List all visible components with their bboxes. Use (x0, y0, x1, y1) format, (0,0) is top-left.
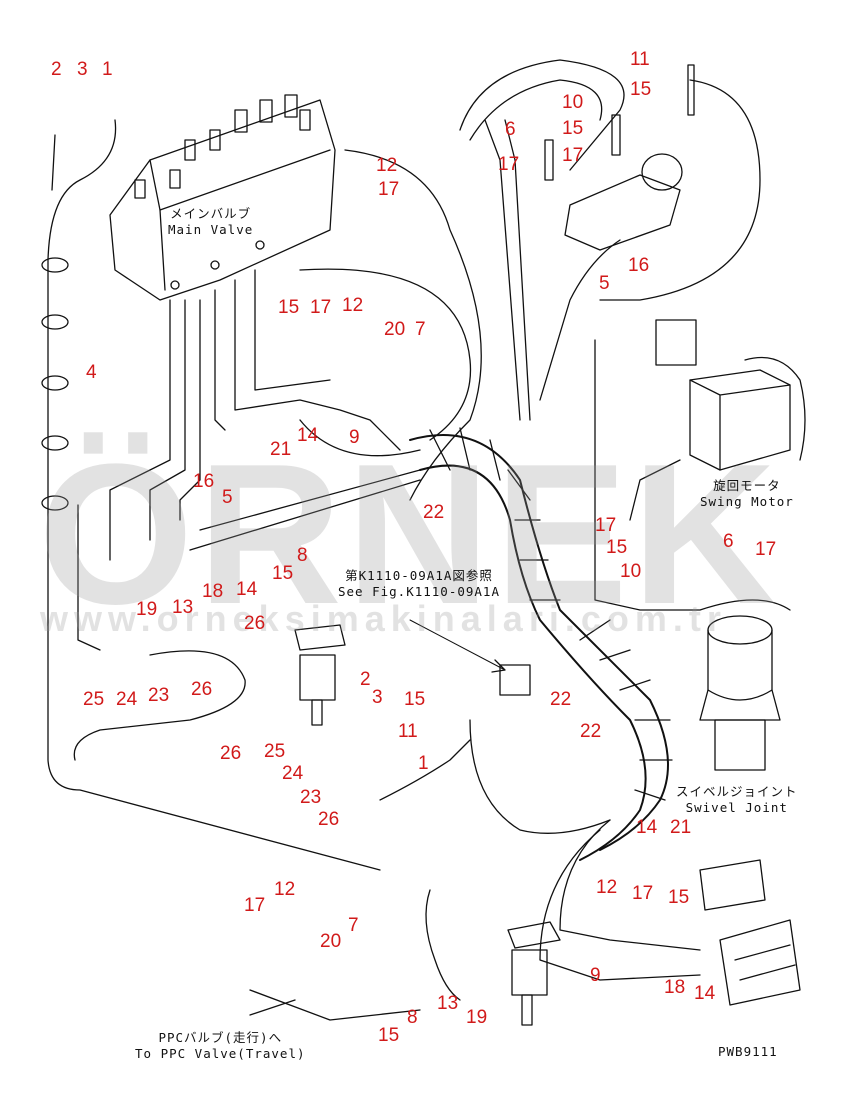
swivel-joint-drawing (699, 615, 781, 771)
callout-21-mid: 21 (270, 439, 292, 460)
ppc-valve-caption: PPCバルブ(走行)へ To PPC Valve(Travel) (135, 1030, 306, 1061)
callout-15-upper-left: 15 (278, 297, 300, 318)
callout-2-pedal: 2 (360, 669, 371, 690)
callout-25-pedal: 25 (264, 741, 286, 762)
callout-2-top-left: 2 (51, 59, 62, 80)
callout-3-pedal: 3 (372, 687, 383, 708)
swing-motor-drawing (655, 319, 806, 471)
callout-26-lower-left: 26 (220, 743, 242, 764)
callout-12-upper-left: 12 (342, 295, 364, 316)
callout-22-lower: 22 (580, 721, 602, 742)
callout-11-center: 11 (398, 721, 418, 742)
callout-6-right: 6 (723, 531, 734, 552)
main-valve-drawing (109, 94, 336, 301)
callout-12-lower-left: 12 (274, 879, 296, 900)
callout-17-upper-left: 17 (310, 297, 332, 318)
see-fig-en-label: See Fig.K1110-09A1A (338, 583, 500, 599)
callout-23-left: 23 (148, 685, 170, 706)
bracket-drawing (699, 859, 801, 1006)
callout-24-left: 24 (116, 689, 138, 710)
callout-15-right: 15 (606, 537, 628, 558)
callout-19-lower: 19 (466, 1007, 488, 1028)
watermark-brand: ÖRNEK (38, 423, 781, 646)
callout-26-pedal: 26 (318, 809, 340, 830)
callout-7-upper: 7 (415, 319, 426, 340)
callout-6-top: 6 (505, 119, 516, 140)
callout-23-pedal: 23 (300, 787, 322, 808)
swing-motor-caption: 旋回モータ Swing Motor (700, 478, 794, 509)
watermark-url: www.orneksimakinalari.com.tr (40, 598, 727, 639)
see-fig-jp-label: 第K1110-09A1A図参照 (345, 568, 493, 583)
callout-3-top-left: 3 (77, 59, 88, 80)
swivel-joint-jp-label: スイベルジョイント (676, 784, 798, 799)
callout-16-left: 16 (193, 471, 215, 492)
callout-13-mid: 13 (172, 597, 194, 618)
spiral-wrap (429, 427, 673, 801)
callout-26-upper: 26 (244, 613, 266, 634)
callout-17-lower-right: 17 (632, 883, 654, 904)
see-fig-caption: 第K1110-09A1A図参照 See Fig.K1110-09A1A (338, 568, 500, 599)
callout-17-top-left-ppc: 17 (498, 154, 520, 175)
main-valve-en-label: Main Valve (168, 221, 254, 237)
callout-15-mid: 15 (272, 563, 294, 584)
swivel-joint-en-label: Swivel Joint (685, 799, 788, 815)
callout-15-top: 15 (562, 118, 584, 139)
main-valve-jp-label: メインバルブ (170, 206, 252, 221)
callout-14-mid: 14 (236, 579, 258, 600)
callout-9-upper: 9 (349, 427, 360, 448)
main-valve-caption: メインバルブ Main Valve (168, 206, 253, 237)
callout-18-mid: 18 (202, 581, 224, 602)
callout-14-bottom: 14 (694, 983, 716, 1004)
callout-26-mid-left: 26 (191, 679, 213, 700)
callout-12-lower-right: 12 (596, 877, 618, 898)
callout-22-middle: 22 (550, 689, 572, 710)
callout-22-upper: 22 (423, 502, 445, 523)
ppc-valve-en-label: To PPC Valve(Travel) (135, 1045, 306, 1061)
callout-11-top: 11 (630, 49, 650, 70)
callout-19-mid: 19 (136, 599, 158, 620)
callout-14-lower-right: 14 (636, 817, 658, 838)
callout-8-mid: 8 (297, 545, 308, 566)
callout-7-lower: 7 (348, 915, 359, 936)
callout-15-center: 15 (404, 689, 426, 710)
callout-15-lower: 15 (378, 1025, 400, 1046)
callout-5-left: 5 (222, 487, 233, 508)
callout-16-right: 16 (628, 255, 650, 276)
callout-12-top: 12 (376, 155, 398, 176)
callout-15-top-right: 15 (630, 79, 652, 100)
callout-17-top-center: 17 (562, 145, 584, 166)
callout-1-top-left: 1 (102, 59, 113, 80)
callout-17-top: 17 (378, 179, 400, 200)
callout-24-pedal: 24 (282, 763, 304, 784)
pedal-drawing-lower (507, 921, 561, 1026)
callout-17-far-right: 17 (755, 539, 777, 560)
callout-4: 4 (86, 362, 97, 383)
callout-17-right: 17 (595, 515, 617, 536)
callout-9-lower: 9 (590, 965, 601, 986)
callout-10-right: 10 (620, 561, 642, 582)
callout-10-top: 10 (562, 92, 584, 113)
callout-20-upper: 20 (384, 319, 406, 340)
ppc-valve-drawing (544, 64, 695, 251)
callout-17-lower-left: 17 (244, 895, 266, 916)
callout-18-lower: 18 (664, 977, 686, 998)
pedal-drawing-upper (294, 624, 346, 726)
callout-25-left: 25 (83, 689, 105, 710)
drawing-id: PWB9111 (718, 1044, 778, 1059)
callout-20-lower: 20 (320, 931, 342, 952)
callout-15-lower-right: 15 (668, 887, 690, 908)
ppc-valve-jp-label: PPCバルブ(走行)へ (158, 1030, 283, 1045)
callout-21-lower-right: 21 (670, 817, 692, 838)
callout-1-center: 1 (418, 753, 429, 774)
swivel-joint-caption: スイベルジョイント Swivel Joint (676, 784, 798, 815)
callout-13-lower: 13 (437, 993, 459, 1014)
callout-14-upper: 14 (297, 425, 319, 446)
callout-5-right: 5 (599, 273, 610, 294)
swing-motor-jp-label: 旋回モータ (713, 478, 781, 493)
callout-8-lower: 8 (407, 1007, 418, 1028)
swing-motor-en-label: Swing Motor (700, 493, 794, 509)
hose-clamps (41, 257, 69, 511)
